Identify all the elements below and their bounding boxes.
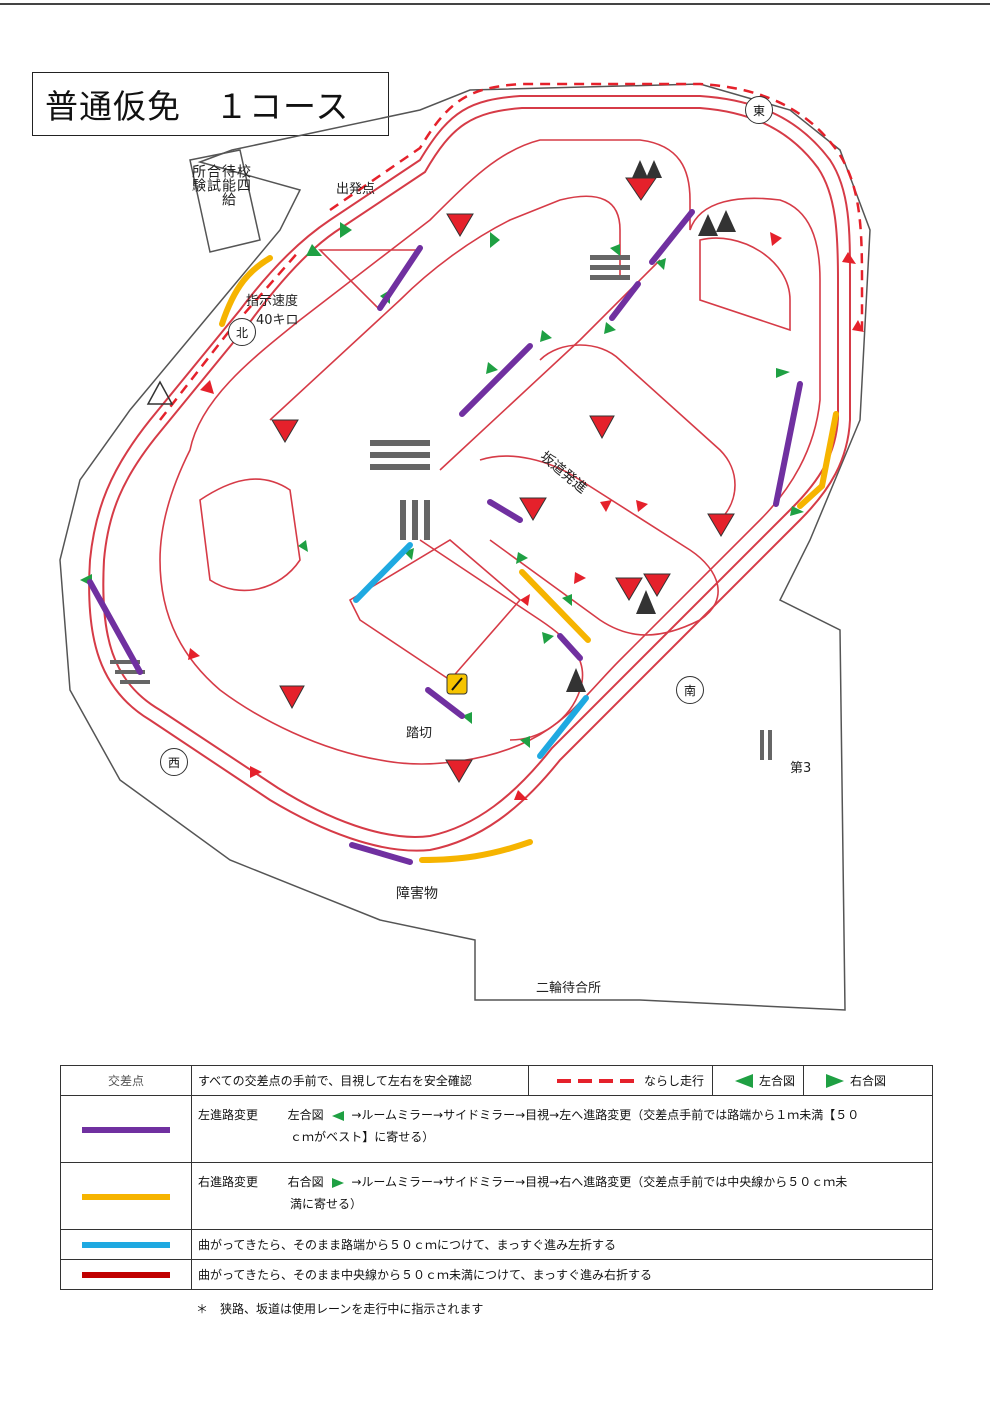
right-lane-change-name: 右進路変更 [198,1175,259,1189]
dashed-route-label: ならし走行 [644,1074,705,1088]
two-wheel-waiting-label: 二輪待合所 [536,981,602,996]
yellow-swatch [82,1193,170,1200]
purple-swatch [82,1126,170,1133]
route-arrows-red [188,232,864,800]
footnote: ＊ 狭路、坂道は使用レーンを走行中に指示されます [196,1302,484,1316]
legend-row-right-lane-change: 右進路変更 右合図 →ルームミラー→サイドミラー→目視→右へ進路変更（交差点手前… [60,1162,933,1230]
lane-change-yellow [219,255,839,863]
right-lane-change-text: →ルームミラー→サイドミラー→目視→右へ進路変更（交差点手前では中央線から５０ｃ… [351,1175,848,1189]
left-lane-change-text: →ルームミラー→サイドミラー→目視→左へ進路変更（交差点手前では路端から１ｍ未満… [351,1108,860,1122]
start-point-label: 出発点 [336,182,376,197]
legend-desc-straight-left: 曲がってきたら、そのまま路端から５０ｃｍにつけて、まっすぐ進み左折する [191,1229,933,1260]
legend-key-blue [60,1229,192,1260]
title-box: 普通仮免 １コース [32,72,389,136]
legend-row-straight-right: 曲がってきたら、そのまま中央線から５０ｃｍ未満につけて、まっすぐ進み右折する [60,1259,933,1290]
left-lane-change-text-2: ｃｍがベスト】に寄せる） [290,1130,435,1144]
right-signal-icon [826,1073,845,1088]
dashed-route-swatch [557,1078,634,1083]
crosswalks [110,255,772,760]
stop-signs [271,177,735,783]
course-map [59,82,871,1011]
compass-east: 東 [745,96,773,124]
right-signal-label: 右合図 [850,1074,887,1088]
trees [566,160,736,692]
intersection-safety-text: すべての交差点の手前で、目視して左右を安全確認 [198,1074,472,1088]
facility-outline [59,83,871,1011]
legend-table: 交差点 すべての交差点の手前で、目視して左右を安全確認 ならし走行 左合図 右合… [60,1065,933,1290]
inner-course-road [159,139,821,765]
blue-swatch [82,1242,170,1248]
warning-triangle [146,380,174,405]
legend-row-left-lane-change: 左進路変更 左合図 →ルームミラー→サイドミラー→目視→左へ進路変更（交差点手前… [60,1095,933,1163]
red-swatch [82,1272,170,1278]
compass-west: 西 [160,748,188,776]
left-lane-change-name: 左進路変更 [198,1108,259,1122]
building-3-label: 第3 [790,761,812,776]
railroad-crossing-label: 踏切 [406,726,433,741]
legend-key-purple [60,1095,192,1163]
lane-change-purple [87,209,803,865]
exam-waiting-area-label: 校四 待能給 合試 所験 [190,164,251,206]
legend-row-intersection: 交差点 すべての交差点の手前で、目視して左右を安全確認 ならし走行 左合図 右合… [60,1065,933,1096]
right-lane-change-text-2: 満に寄せる） [290,1197,363,1211]
legend-key-red [60,1259,192,1290]
left-signal-icon [735,1073,754,1088]
left-signal-icon-small [331,1110,344,1121]
left-lane-change-prefix: 左合図 [287,1108,324,1122]
legend-desc-left-lane-change: 左進路変更 左合図 →ルームミラー→サイドミラー→目視→左へ進路変更（交差点手前… [191,1095,933,1163]
legend-key-intersection: 交差点 [60,1065,192,1096]
left-signal-label: 左合図 [759,1074,796,1088]
right-lane-change-prefix: 右合図 [287,1175,324,1189]
speed-value-label: 40キロ [256,313,299,328]
top-border-line [0,3,990,5]
straight-left-blue [353,542,589,759]
legend-key-yellow [60,1162,192,1230]
guide-dashed-route [159,82,864,421]
legend-desc-intersection: すべての交差点の手前で、目視して左右を安全確認 ならし走行 左合図 右合図 [191,1065,933,1096]
obstacle-label: 障害物 [396,886,438,902]
speed-limit-label: 指示速度 [246,294,299,309]
right-signal-icon-small [331,1177,344,1188]
compass-north: 北 [228,318,256,346]
legend-row-straight-left: 曲がってきたら、そのまま路端から５０ｃｍにつけて、まっすぐ進み左折する [60,1229,933,1260]
legend-desc-straight-right: 曲がってきたら、そのまま中央線から５０ｃｍ未満につけて、まっすぐ進み右折する [191,1259,933,1290]
compass-south: 南 [676,676,704,704]
signal-arrows-green [80,222,804,748]
legend-desc-right-lane-change: 右進路変更 右合図 →ルームミラー→サイドミラー→目視→右へ進路変更（交差点手前… [191,1162,933,1230]
page-title: 普通仮免 １コース [45,87,350,126]
railroad-signal [446,673,468,695]
